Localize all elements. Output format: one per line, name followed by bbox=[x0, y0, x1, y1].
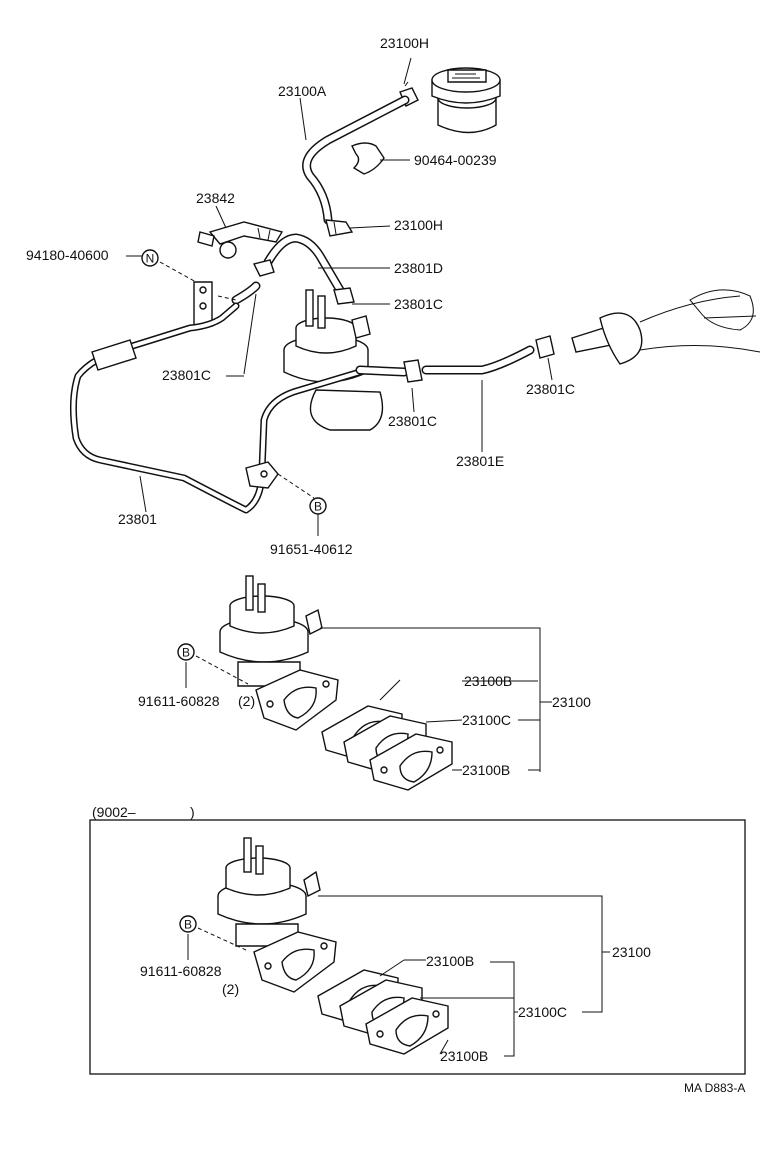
part-label: 23801C bbox=[394, 296, 443, 312]
applicability-range: (9002– bbox=[92, 804, 136, 820]
part-label: 23100C bbox=[462, 712, 511, 728]
part-label: 23100 bbox=[552, 694, 591, 710]
marker-n: N bbox=[141, 249, 159, 267]
leader-lines-low bbox=[318, 895, 610, 1057]
part-label: 23801D bbox=[394, 260, 443, 276]
part-label: 23100B bbox=[440, 1048, 488, 1064]
marker-b-text: B bbox=[184, 918, 192, 932]
leader-lines bbox=[126, 57, 553, 536]
part-label: 23100 bbox=[612, 944, 651, 960]
marker-b: B bbox=[179, 915, 197, 933]
variant-box bbox=[89, 819, 746, 1075]
hose-clamp-icon bbox=[535, 335, 555, 359]
clip-icon bbox=[351, 142, 385, 175]
part-label: 90464-00239 bbox=[414, 152, 497, 168]
charcoal-canister-icon bbox=[431, 67, 501, 134]
part-label: 23100B bbox=[462, 762, 510, 778]
marker-b-text: B bbox=[314, 500, 322, 514]
fuel-pump-assembly-1 bbox=[219, 575, 453, 791]
part-label: 23801 bbox=[118, 511, 157, 527]
part-label: 23100C bbox=[518, 1004, 567, 1020]
marker-b: B bbox=[177, 643, 195, 661]
hose-clamp-icon bbox=[325, 219, 354, 237]
fuel-pump-icon bbox=[283, 289, 384, 431]
part-label: 91651-40612 bbox=[270, 541, 353, 557]
part-label: 23842 bbox=[196, 190, 235, 206]
part-label: 23801C bbox=[526, 381, 575, 397]
part-qty: (2) bbox=[222, 981, 239, 997]
hose-clamp-icon bbox=[333, 287, 355, 305]
marker-n-text: N bbox=[146, 252, 155, 266]
part-label: 23100B bbox=[426, 953, 474, 969]
hose-clamp-icon bbox=[252, 259, 275, 277]
part-label: 23100A bbox=[278, 83, 327, 99]
part-label: 94180-40600 bbox=[26, 247, 109, 263]
part-label: 23801E bbox=[456, 453, 504, 469]
part-qty: (2) bbox=[238, 693, 255, 709]
hose-clamp-icon bbox=[403, 359, 423, 383]
part-label: 23100B bbox=[464, 673, 512, 689]
marker-b-text: B bbox=[182, 646, 190, 660]
applicability-range-close: ) bbox=[190, 804, 195, 820]
reference-code: MA D883-A bbox=[684, 1081, 745, 1095]
bracket-23842-icon bbox=[197, 221, 284, 259]
part-label: 91611-60828 bbox=[140, 963, 222, 979]
fuel-tank-pipe-icon bbox=[571, 289, 761, 365]
leader-lines-mid bbox=[320, 627, 552, 772]
marker-b: B bbox=[309, 497, 327, 515]
part-label: 91611-60828 bbox=[138, 693, 220, 709]
part-label: 23100H bbox=[394, 217, 443, 233]
part-label: 23100H bbox=[380, 35, 429, 51]
part-label: 23801C bbox=[388, 413, 437, 429]
fuel-pump-assembly-2 bbox=[217, 837, 449, 1055]
part-label: 23801C bbox=[162, 367, 211, 383]
